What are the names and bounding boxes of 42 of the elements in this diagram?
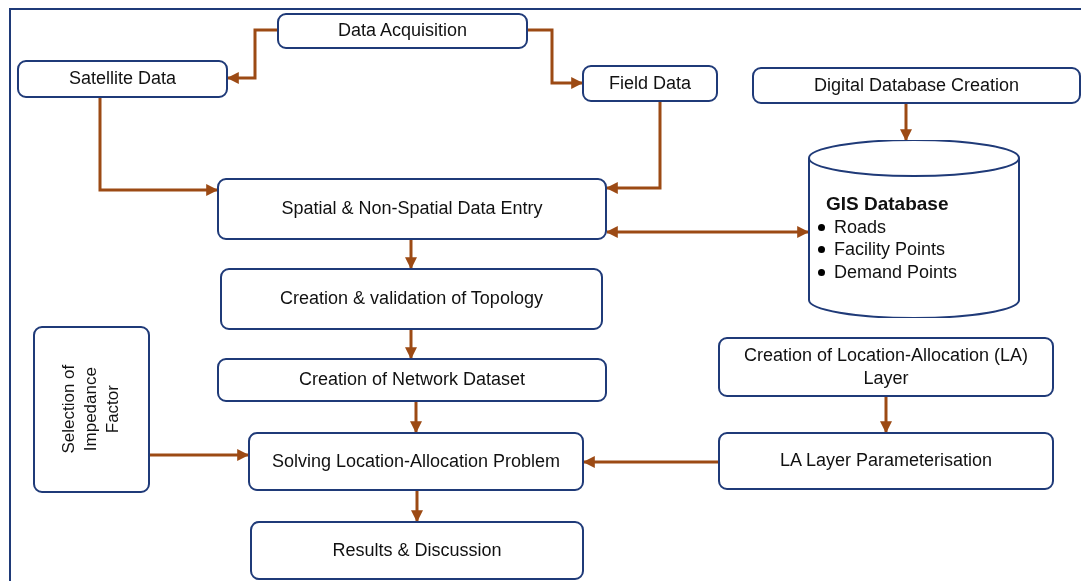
database-cylinder: [808, 140, 1020, 318]
process-box: [17, 60, 228, 98]
arrow: [405, 240, 417, 270]
arrow: [880, 397, 892, 434]
arrow: [900, 104, 912, 142]
process-box: [277, 13, 528, 49]
arrow: [410, 402, 422, 434]
box-label: Solving Location-Allocation Problem: [270, 449, 562, 473]
box-label: Results & Discussion: [331, 538, 503, 562]
arrow: [411, 491, 423, 523]
process-box: [250, 521, 584, 580]
bullet-item: Roads: [818, 215, 887, 239]
box-label: Spatial & Non-Spatial Data Entry: [280, 197, 544, 221]
box-label: Creation of Network Dataset: [297, 368, 527, 392]
process-box: [752, 67, 1081, 104]
arrow: [582, 456, 718, 468]
process-box: [220, 268, 603, 330]
process-box: [718, 337, 1054, 397]
box-label: Selection of Impedance Factor: [58, 363, 124, 456]
process-box: [718, 432, 1054, 490]
box-label: LA Layer Parameterisation: [778, 449, 994, 473]
bullet-item: Demand Points: [818, 260, 958, 284]
process-box: [248, 432, 584, 491]
bullet-item: Facility Points: [818, 238, 946, 261]
arrow: [150, 449, 250, 461]
arrow: [528, 28, 584, 89]
process-box: [33, 326, 150, 493]
box-label: Creation of Location-Allocation (LA) Layer: [742, 343, 1030, 390]
arrow: [605, 102, 662, 194]
heading: GIS Database: [826, 192, 949, 216]
box-label: Satellite Data: [67, 67, 178, 91]
arrow: [98, 98, 219, 196]
process-box: [217, 178, 607, 240]
arrow: [405, 330, 417, 360]
box-label: Creation & validation of Topology: [279, 287, 544, 311]
box-label: Field Data: [607, 71, 692, 95]
box-label: Data Acquisition: [336, 19, 469, 43]
process-box: [217, 358, 607, 402]
box-label: Digital Database Creation: [812, 73, 1021, 97]
arrow: [226, 28, 277, 84]
process-box: [582, 65, 718, 102]
arrow: [605, 226, 810, 238]
